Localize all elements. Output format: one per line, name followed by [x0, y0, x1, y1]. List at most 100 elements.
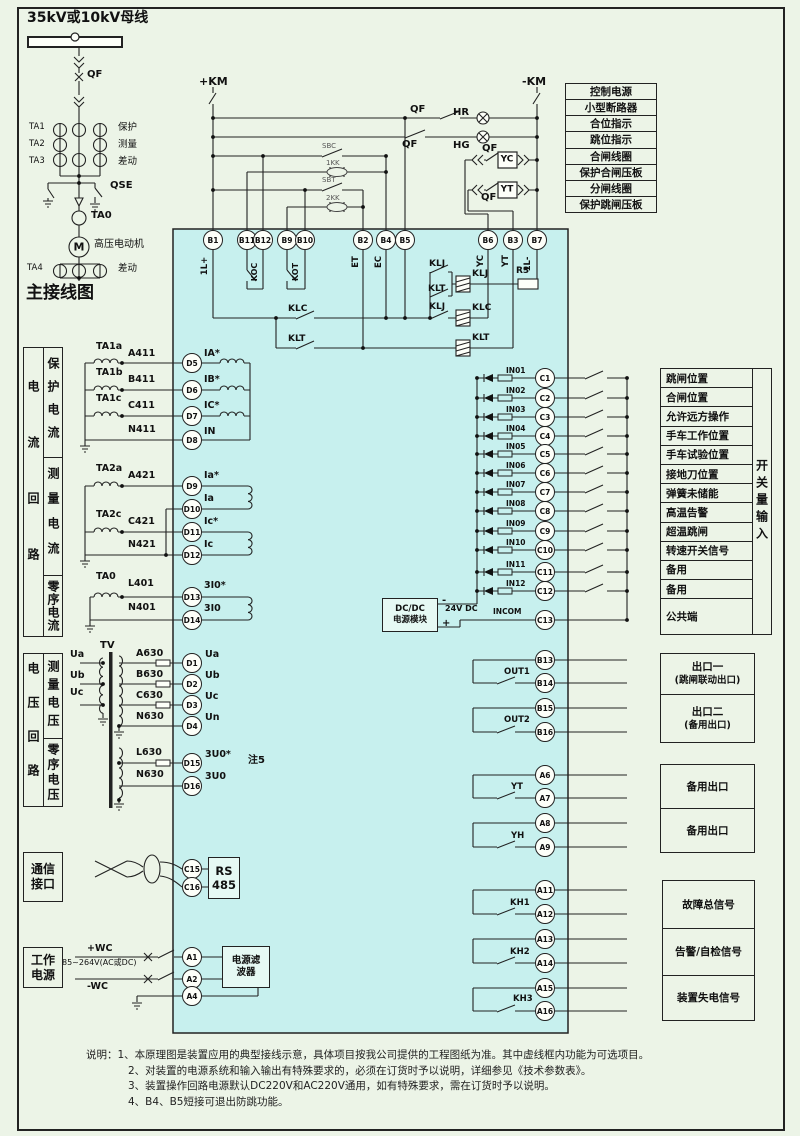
terminal-A7: A7: [535, 788, 555, 808]
label-main-7: 差动: [118, 156, 138, 167]
terminal-B10: B10: [295, 230, 315, 250]
label-outputs-5: KH2: [510, 947, 530, 957]
rs485-line1: RS: [215, 864, 233, 878]
comm-label-line2: 接口: [30, 877, 55, 891]
main-diagram-graphics: [27, 32, 123, 281]
fuse: [155, 759, 171, 767]
junction-dot: [403, 316, 407, 320]
zero-seq-voltage-label: 零序电压: [46, 742, 60, 803]
label-control-4: QF: [402, 139, 418, 150]
label-control-6: SBC: [322, 142, 337, 150]
switch-input-item: 超温跳闸: [661, 523, 752, 542]
label-inputs-0: IN01: [506, 366, 526, 375]
label-dcdc_marks-2: +: [442, 618, 451, 629]
label-voltage-12: L630: [136, 747, 162, 758]
label-current-14: Ia: [204, 493, 214, 504]
label-voltage-11: Un: [205, 712, 220, 723]
note-line: 4、B4、B5短接可退出防跳功能。: [128, 1095, 289, 1108]
notes-block: 说明：1、本原理图是装置应用的典型接线示意，具体项目按我公司提供的工程图纸为准。…: [86, 1048, 762, 1110]
terminal-B3: B3: [503, 230, 523, 250]
junction-dot: [625, 415, 629, 419]
junction-dot: [384, 170, 388, 174]
terminal-A15: A15: [535, 978, 555, 998]
label-current-9: N411: [128, 424, 156, 435]
ct-row: [85, 358, 250, 364]
junction-dot: [117, 798, 121, 802]
control-indicator-item: 保护合闸压板: [566, 165, 656, 181]
junction-dot: [164, 553, 168, 557]
label-control-0: +KM: [199, 75, 228, 88]
label-inputs-8: IN09: [506, 519, 526, 528]
label-device_top-2: KOT: [291, 262, 300, 282]
junction-dot: [117, 724, 121, 728]
junction-dot: [77, 174, 81, 178]
note-line: 2、对装置的电源系统和输入输出有特殊要求的，必须在订货时予以说明，详细参见《技术…: [128, 1064, 592, 1077]
switch-input-group-bracket: 开关量输入: [752, 368, 772, 635]
label-current-17: Ic*: [204, 516, 219, 527]
ct-zero-seq: [85, 592, 253, 633]
label-voltage-13: 3U0*: [205, 749, 231, 760]
junction-dot: [625, 490, 629, 494]
label-voltage-15: N630: [136, 769, 164, 780]
resistor: [497, 432, 513, 440]
output-box-1-title: 出口一: [691, 661, 724, 673]
terminal-D12: D12: [182, 545, 202, 565]
terminal-C4: C4: [535, 426, 555, 446]
control-indicator-item: 保护跳闸压板: [579, 198, 643, 211]
signal-label: 故障总信号: [682, 898, 735, 911]
junction-dot: [475, 570, 479, 574]
junction-dot: [475, 471, 479, 475]
terminal-A14: A14: [535, 953, 555, 973]
terminal-C8: C8: [535, 501, 555, 521]
label-control-3: HR: [453, 107, 470, 118]
terminal-C3: C3: [535, 407, 555, 427]
junction-dot: [77, 276, 81, 280]
switch-input-item: 弹簧未储能: [661, 484, 752, 504]
label-current-24: 3I0: [204, 603, 221, 614]
label-dcdc_marks-1: 24V DC: [445, 604, 478, 613]
label-current-18: N421: [128, 539, 156, 550]
closing-coil-yc-box: [497, 151, 518, 169]
label-main-14: 主接线图: [26, 283, 94, 303]
label-control-1: -KM: [522, 75, 547, 88]
terminal-D2: D2: [182, 674, 202, 694]
label-current-23: N401: [128, 602, 156, 613]
label-control-8: SBT: [322, 176, 336, 184]
label-device_top-16: KLT: [472, 333, 490, 343]
label-voltage-14: 注5: [248, 755, 265, 766]
label-voltage-8: C630: [136, 690, 163, 701]
junction-dot: [428, 316, 432, 320]
label-main-2: TA1: [29, 122, 45, 132]
label-inputs-4: IN05: [506, 442, 526, 451]
output-pair: [472, 659, 627, 685]
output-pair: [472, 822, 627, 849]
junction-dot: [475, 589, 479, 593]
label-current-0: TA1a: [96, 341, 123, 352]
junction-dot: [101, 661, 105, 665]
output-box-1: 出口一 (跳闸联动出口): [660, 653, 755, 695]
control-circuit-graphics: [208, 87, 541, 230]
terminal-D1: D1: [182, 653, 202, 673]
junction-dot: [475, 415, 479, 419]
junction-dot: [101, 703, 105, 707]
filter-line1: 电源滤: [231, 955, 261, 966]
rs485-module: RS 485: [208, 857, 240, 899]
junction-dot: [211, 154, 215, 158]
switch-input-item: 高温告警: [661, 503, 752, 523]
terminal-C5: C5: [535, 444, 555, 464]
terminal-D6: D6: [182, 380, 202, 400]
label-outputs-3: YH: [511, 831, 525, 841]
switch-input-item: 公共端: [666, 611, 698, 624]
output-box-2-title: 出口二: [691, 705, 724, 718]
label-main-0: 35kV或10kV母线: [27, 10, 149, 26]
junction-dot: [475, 434, 479, 438]
terminal-C10: C10: [535, 540, 555, 560]
label-main-6: 测量: [118, 139, 138, 150]
terminal-C15: C15: [182, 859, 202, 879]
junction-dot: [625, 529, 629, 533]
terminal-D3: D3: [182, 695, 202, 715]
junction-dot: [475, 452, 479, 456]
note-line: 3、装置操作回路电源默认DC220V和AC220V通用，如有特殊要求，需在订货时…: [128, 1080, 555, 1092]
terminal-C1: C1: [535, 368, 555, 388]
